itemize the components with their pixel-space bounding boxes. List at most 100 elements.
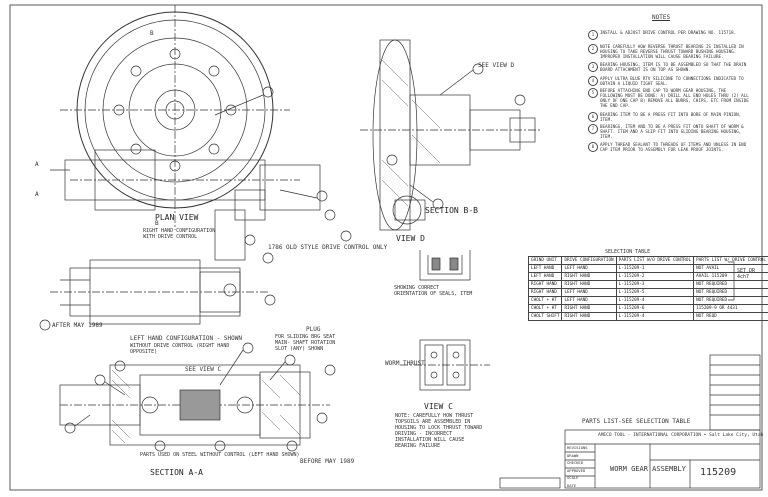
selection-table-title: SELECTION TABLE [605, 249, 651, 255]
selection-table-cell: RIGHT HAND [527, 288, 563, 297]
selection-table-cell: LEFT HAND [527, 264, 563, 273]
svg-text:A: A [35, 191, 39, 198]
selection-table-cell: NOT REQD [693, 312, 768, 321]
after-may-label: AFTER MAY 1989 [52, 322, 103, 329]
callout-balloons [39, 63, 526, 452]
drawing-number: 115209 [700, 467, 737, 478]
view-d-sublabel: SHOWING CORRECT ORIENTATION OF SEALS, IT… [394, 285, 473, 297]
note-text: BEARING ITEM TO BE A PRESS FIT INTO BORE… [600, 112, 742, 122]
note-text: BEARINGS, ITEM AND TO BE A PRESS FIT ONT… [600, 124, 744, 139]
note-text: APPLY ULTRA BLUE RTV SILICONE TO CONNECT… [600, 76, 744, 86]
selection-table-cell: RIGHT HAND [527, 280, 563, 289]
svg-text:A: A [35, 161, 39, 168]
selection-table-cell: NOT REQUIRED [693, 296, 768, 305]
thrust-label: WORM THRUST [385, 360, 425, 367]
parts-desc-label: PARTS USED ON STEEL WITHOUT CONTROL (LEF… [140, 452, 300, 458]
see-view-c-label: SEE VIEW C [185, 366, 222, 373]
svg-text:B: B [155, 220, 159, 227]
selection-table-cell: LEFT HAND [561, 264, 617, 273]
selection-table-cell: L-115209-3 [615, 280, 695, 289]
sheet-border [9, 4, 763, 491]
selection-table-header-cell: PARTS LIST W/ DRIVE CONTROL [693, 256, 768, 265]
note-number: 7 [588, 124, 598, 134]
note-text: BEFORE ATTACHING END CAP TO WORM GEAR HO… [600, 88, 749, 108]
title-block-row-label: DRAWN [567, 452, 579, 458]
view-c-label: VIEW C [424, 402, 453, 411]
note-number: 5 [588, 88, 598, 98]
parts-list-note: PARTS LIST-SEE SELECTION TABLE [582, 418, 691, 425]
plan-view-worm-housing: A A B B [35, 30, 321, 261]
before-may-label: BEFORE MAY 1989 [300, 458, 355, 465]
left-hand-sublabel: WITHOUT DRIVE CONTROL (RIGHT HAND OPPOSI… [130, 343, 230, 355]
title-block [499, 354, 761, 489]
title-block-row-label: CHECKED [567, 460, 584, 465]
note-number: 1 [588, 30, 598, 40]
selection-table-header-cell: GRIND UNIT [527, 256, 563, 265]
svg-text:B: B [150, 30, 154, 37]
selection-table-header-cell: PARTS LIST W/O DRIVE CONTROL [615, 256, 695, 265]
selection-table-cell: NOT REQUIRED [693, 288, 768, 297]
selection-table-cell: L-115209-4 [615, 296, 695, 305]
slot-label: FOR SLIDING BRG SEAT MAIN- SHAFT ROTATIO… [275, 334, 336, 352]
section-b-label: SECTION B-B [425, 206, 478, 215]
selection-table-cell: LEFT HAND [561, 288, 617, 297]
plug-label: PLUG [306, 326, 321, 333]
selection-table-cell: LEFT HAND [561, 296, 617, 305]
selection-table-cell: RIGHT HAND [561, 272, 617, 281]
selection-table-cell: RIGHT HAND [561, 304, 617, 313]
note-text: NOTE CAREFULLY HOW REVERSE THRUST BEARIN… [600, 44, 744, 59]
note-number: 3 [588, 62, 598, 72]
note-text: BEARING HOUSING, ITEM IS TO BE ASSEMBLED… [600, 62, 747, 72]
plan-view-sublabel: RIGHT HAND CONFIGURATION WITH DRIVE CONT… [143, 228, 216, 240]
plan-view-label: PLAN VIEW [155, 213, 199, 222]
selection-table-cell: L-115209-1 [615, 264, 695, 273]
selection-table-cell: L-115209-2 [615, 272, 695, 281]
selection-table-cell: L-115209-6 [615, 304, 695, 313]
selection-table-cell: RIGHT HAND [561, 312, 617, 321]
selection-table-cell: 115209-9 OR 4431 [693, 304, 768, 313]
note-text: APPLY THREAD SEALANT TO THREADS OF ITEMS… [600, 142, 747, 152]
left-hand-assembly [50, 259, 270, 325]
selection-table-cell: L-115209-4 [615, 312, 695, 321]
note-number: 4 [588, 76, 598, 86]
selection-table-cell: CHOLT SHIFT [527, 312, 563, 321]
old-style-label: 1786 OLD STYLE DRIVE CONTROL ONLY [268, 244, 388, 251]
note-number: 8 [588, 142, 598, 152]
notes-header: NOTES [652, 14, 671, 21]
view-d-label: VIEW D [396, 234, 425, 243]
section-a-label: SECTION A-A [150, 468, 203, 477]
section-b-b [360, 39, 540, 231]
view-d-arrow-label: SEE VIEW D [478, 62, 515, 69]
selection-side-note: SET DR 4ch7 [737, 268, 756, 280]
selection-table-header-cell: DRIVE CONFIGURATION [561, 256, 617, 265]
selection-table-cell: L-115209-5 [615, 288, 695, 297]
note-text: INSTALL & ADJUST DRIVE CONTROL PER DRAWI… [600, 30, 737, 35]
view-d [419, 250, 471, 281]
drawing-title: WORM GEAR ASSEMBLY [610, 465, 686, 473]
selection-table-cell: CHOLT + HT [527, 296, 563, 305]
selection-table-cell: RIGHT HAND [561, 280, 617, 289]
title-block-row-label: REVISIONS [567, 445, 588, 450]
selection-table-cell: NOT REQUIRED [693, 280, 768, 289]
view-c-sublabel: NOTE: CAREFULLY HOW THRUST TOPSOILS ARE … [395, 413, 483, 449]
title-block-row-label: APPROVED [567, 467, 586, 473]
company-name: AMECO TOOL - INTERNATIONAL CORPORATION •… [598, 433, 764, 438]
note-number: 2 [588, 44, 598, 54]
note-number: 6 [588, 112, 598, 122]
selection-table-cell: LEFT HAND [527, 272, 563, 281]
